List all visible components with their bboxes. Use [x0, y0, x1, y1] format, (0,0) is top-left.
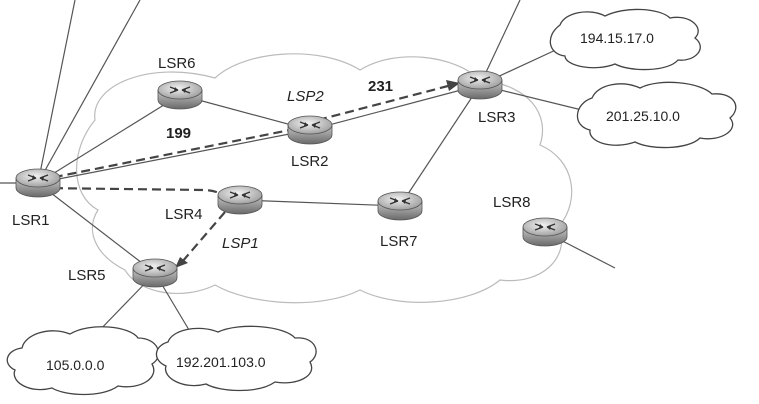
label-lsr5: LSR5 — [68, 267, 106, 284]
link-lsr4-lsr7 — [239, 199, 401, 207]
link-lsr1-lsr6 — [37, 94, 181, 184]
link-lsr2-lsr3 — [309, 84, 481, 131]
label-lsr1: LSR1 — [12, 212, 50, 229]
link-lsr3-offscreen — [479, 0, 521, 86]
link-lsr1-offscreen-a — [37, 0, 76, 184]
network-cloud-192-201-103-0: 192.201.103.0 — [155, 325, 317, 392]
label-lsp1: LSP1 — [222, 235, 259, 252]
label-lsr8: LSR8 — [493, 194, 531, 211]
network-label-1: 194.15.17.0 — [580, 30, 654, 46]
label-value-231: 231 — [368, 78, 393, 95]
label-lsr4: LSR4 — [165, 206, 203, 223]
network-cloud-201-25-10-0: 201.25.10.0 — [576, 81, 737, 149]
label-lsr3: LSR3 — [478, 109, 516, 126]
router-lsr2[interactable] — [287, 115, 333, 145]
label-lsr6: LSR6 — [158, 55, 196, 72]
lsp1-path — [39, 186, 228, 201]
network-label-3: 105.0.0.0 — [46, 357, 105, 373]
link-lsr1-lsr2 — [37, 129, 311, 184]
label-value-199: 199 — [166, 125, 191, 142]
router-lsr3[interactable] — [457, 70, 503, 100]
lsp2-path-segment — [317, 84, 449, 122]
network-label-2: 201.25.10.0 — [606, 108, 680, 124]
mpls-cloud-outline — [76, 53, 573, 304]
label-lsr2: LSR2 — [291, 153, 329, 170]
router-lsr7[interactable] — [377, 191, 423, 221]
label-lsp2: LSP2 — [287, 88, 324, 105]
network-label-4: 192.201.103.0 — [176, 354, 266, 370]
network-cloud-194-15-17-0: 194.15.17.0 — [549, 8, 701, 71]
router-lsr4[interactable] — [217, 185, 263, 215]
lsp2-path — [39, 126, 301, 182]
link-lsr7-lsr3 — [399, 84, 481, 207]
link-lsr1-lsr5 — [37, 182, 156, 274]
router-lsr1[interactable] — [15, 168, 61, 198]
router-lsr8[interactable] — [522, 217, 568, 247]
link-lsr1-offscreen-b — [37, 0, 141, 184]
router-lsr6[interactable] — [157, 80, 203, 110]
label-lsr7: LSR7 — [380, 233, 418, 250]
network-cloud-105-0-0-0: 105.0.0.0 — [6, 326, 160, 396]
router-lsr5[interactable] — [132, 258, 178, 288]
lsp1-path-segment — [181, 211, 226, 263]
